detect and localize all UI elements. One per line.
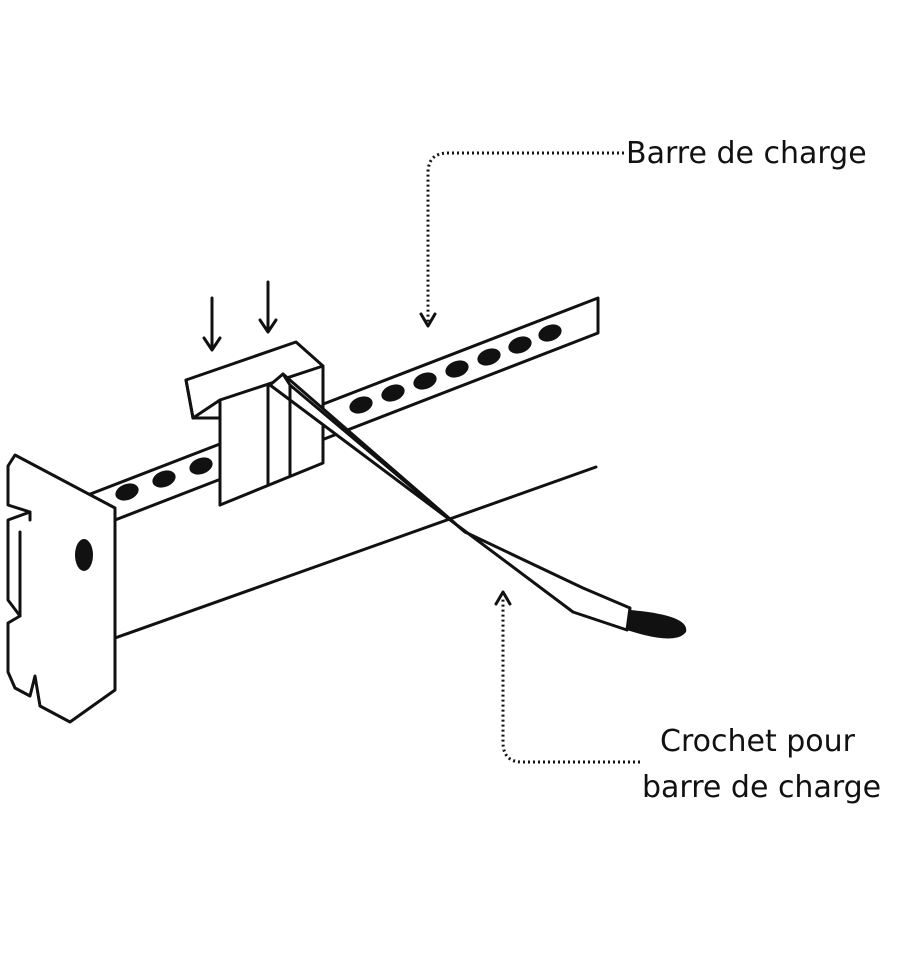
bar-hole — [381, 384, 405, 402]
leader-line-hook — [494, 590, 640, 764]
label-hook-line1: Crochet pour — [660, 724, 855, 759]
load-bar — [78, 296, 600, 522]
bar-hole — [189, 457, 213, 475]
bar-hole — [477, 348, 501, 366]
bar-hole — [115, 483, 139, 501]
label-load-bar: Barre de charge — [626, 136, 867, 171]
end-bracket — [6, 453, 117, 724]
hook-wire — [268, 372, 687, 639]
bracket-hole — [75, 539, 93, 571]
bar-hole — [152, 470, 176, 488]
label-hook-line2: barre de charge — [642, 770, 882, 805]
down-arrow-icon — [202, 296, 222, 352]
bar-hole — [445, 360, 469, 378]
load-bar-lower-rail — [113, 465, 598, 640]
hook-tip — [627, 610, 687, 639]
bar-hole — [413, 372, 437, 390]
leader-line-load-bar — [419, 151, 624, 328]
bar-hole — [349, 396, 373, 414]
down-arrow-icon — [258, 280, 278, 334]
bar-hole — [538, 324, 562, 342]
bar-hole — [508, 336, 532, 354]
